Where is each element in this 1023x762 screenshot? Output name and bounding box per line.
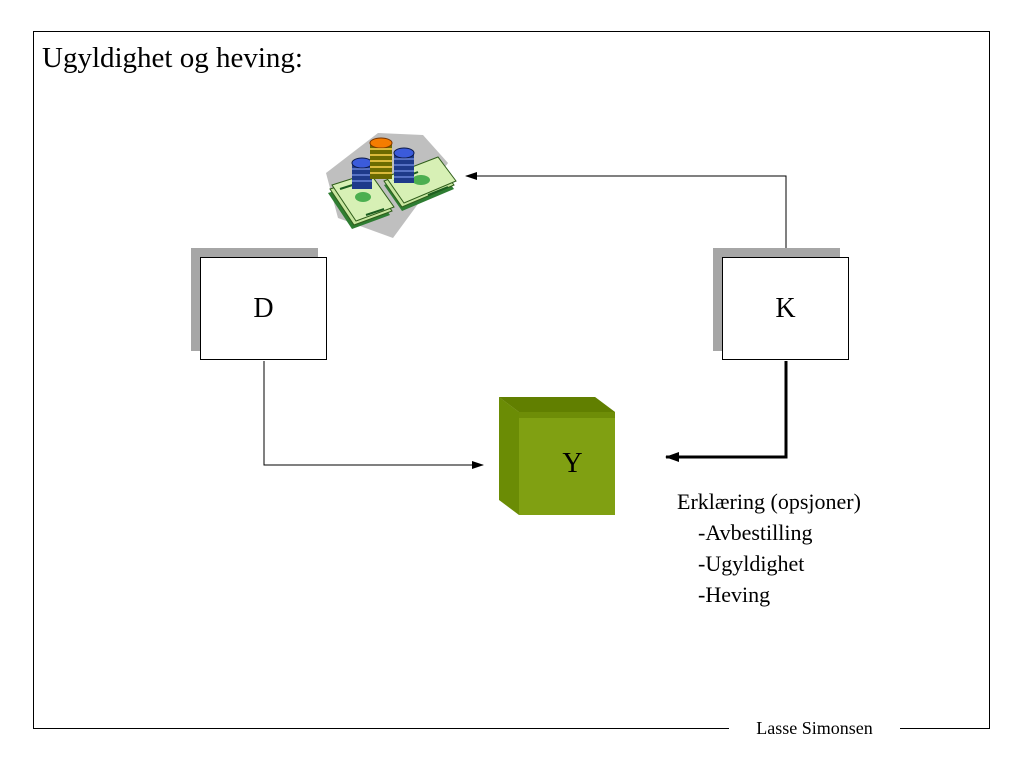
footer-author: Lasse Simonsen [756,718,873,738]
slide-frame [33,31,990,729]
node-k: K [722,257,849,360]
option-ugyldighet: -Ugyldighet [698,551,805,576]
cube-y [499,397,615,515]
node-d: D [200,257,327,360]
slide-title: Ugyldighet og heving: [42,42,303,74]
arrow-k-to-money [465,172,787,257]
option-heving: -Heving [698,582,771,607]
node-k-label: K [775,292,796,324]
declaration-heading: Erklæring (opsjoner) [677,489,861,514]
option-avbestilling: -Avbestilling [698,520,813,545]
node-d-label: D [253,292,274,324]
declaration-options: Erklæring (opsjoner) -Avbestilling -Ugyl… [677,486,861,610]
footer-divider-left [33,728,729,729]
money-stack-icon [326,133,457,238]
cube-y-label: Y [562,448,583,479]
arrow-k-to-declaration [665,361,788,462]
arrow-d-to-y [263,361,484,469]
footer-divider-right [900,728,989,729]
